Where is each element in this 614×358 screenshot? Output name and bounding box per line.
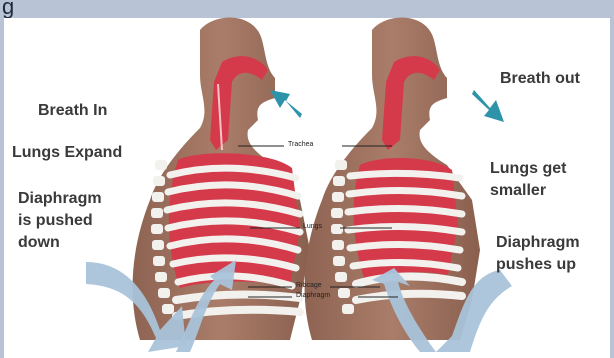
label-breath-in: Breath In	[38, 100, 107, 122]
label-lungs: Lungs	[303, 223, 322, 230]
label-diaphragm-right-1: Diaphragm	[496, 232, 580, 254]
label-diaphragm-right-2: pushes up	[496, 254, 576, 276]
left-breath-in-arrow	[270, 90, 302, 118]
label-lungs-smaller-2: smaller	[490, 180, 546, 202]
label-diaphragm-left-1: Diaphragm	[18, 188, 102, 210]
label-breath-out: Breath out	[500, 68, 580, 90]
label-ribcage: Ribcage	[296, 282, 322, 289]
label-diaphragm: Diaphragm	[296, 292, 330, 299]
label-trachea: Trachea	[288, 141, 313, 148]
label-lungs-expand: Lungs Expand	[12, 142, 122, 164]
label-diaphragm-left-3: down	[18, 232, 60, 254]
label-diaphragm-left-2: is pushed	[18, 210, 93, 232]
right-breath-out-arrow	[472, 90, 504, 122]
label-lungs-smaller-1: Lungs get	[490, 158, 566, 180]
